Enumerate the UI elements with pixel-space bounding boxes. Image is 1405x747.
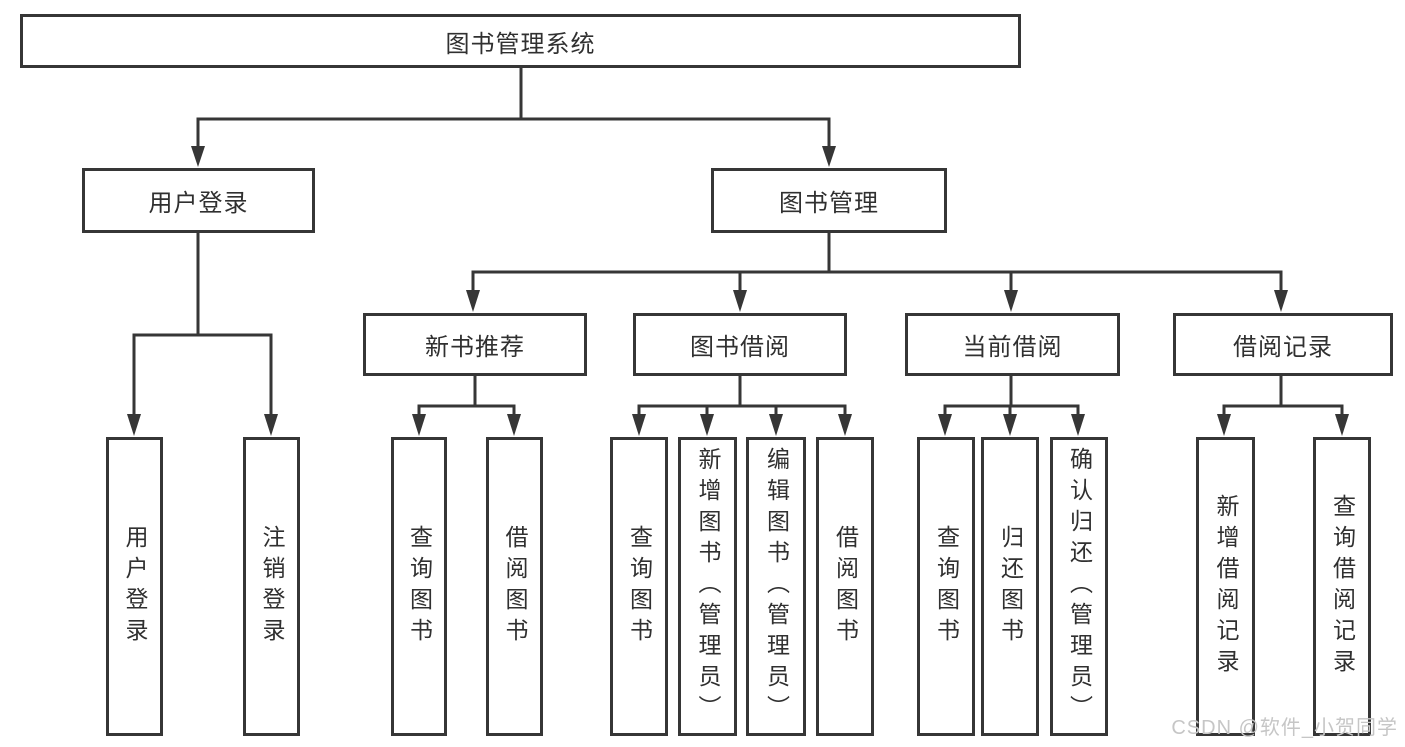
arrowhead	[191, 146, 205, 167]
node-book-borrow: 图书借阅	[633, 313, 847, 376]
leaf-borrow-books: 借阅图书	[816, 437, 874, 736]
connector-book-management-to-level3	[466, 232, 1288, 312]
arrowhead	[733, 290, 747, 312]
leaf-query-books-current: 查询图书	[917, 437, 975, 736]
connector-new-book-recommend-to-leaves	[412, 374, 521, 436]
node-user-login: 用户登录	[82, 168, 315, 233]
leaf-confirm-return-admin: 确认归还（管理员）	[1050, 437, 1108, 736]
csdn-watermark: CSDN @软件_小贺同学	[1171, 717, 1398, 739]
arrowhead	[1274, 290, 1288, 312]
leaf-logout: 注销登录	[243, 437, 300, 736]
arrowhead	[822, 146, 836, 167]
arrowhead	[466, 290, 480, 312]
arrowhead	[1217, 414, 1231, 436]
connector-book-borrow-to-leaves	[632, 374, 852, 436]
connector-root-to-level2	[191, 66, 836, 167]
arrowhead	[1003, 414, 1017, 436]
arrowhead	[127, 414, 141, 436]
connector-borrow-records-to-leaves	[1217, 374, 1349, 436]
leaf-query-books-borrow: 查询图书	[610, 437, 668, 736]
arrowhead	[1071, 414, 1085, 436]
leaf-return-books: 归还图书	[981, 437, 1039, 736]
leaf-query-borrow-record: 查询借阅记录	[1313, 437, 1371, 736]
arrowhead	[769, 414, 783, 436]
leaf-add-borrow-record: 新增借阅记录	[1196, 437, 1255, 736]
connector-user-login-to-leaves	[127, 232, 278, 436]
arrowhead	[507, 414, 521, 436]
arrowhead	[1004, 290, 1018, 312]
root-node-library-system: 图书管理系统	[20, 14, 1021, 68]
arrowhead	[838, 414, 852, 436]
leaf-query-books-recommend: 查询图书	[391, 437, 447, 736]
node-book-management: 图书管理	[711, 168, 947, 233]
node-borrow-records: 借阅记录	[1173, 313, 1393, 376]
connector-current-borrow-to-leaves	[938, 374, 1085, 436]
arrowhead	[412, 414, 426, 436]
arrowhead	[264, 414, 278, 436]
leaf-user-login-action: 用户登录	[106, 437, 163, 736]
arrowhead	[1335, 414, 1349, 436]
node-current-borrow: 当前借阅	[905, 313, 1120, 376]
arrowhead	[700, 414, 714, 436]
node-new-book-recommend: 新书推荐	[363, 313, 587, 376]
arrowhead	[938, 414, 952, 436]
leaf-add-books-admin: 新增图书（管理员）	[678, 437, 737, 736]
leaf-edit-books-admin: 编辑图书（管理员）	[746, 437, 806, 736]
leaf-borrow-books-recommend: 借阅图书	[486, 437, 543, 736]
arrowhead	[632, 414, 646, 436]
